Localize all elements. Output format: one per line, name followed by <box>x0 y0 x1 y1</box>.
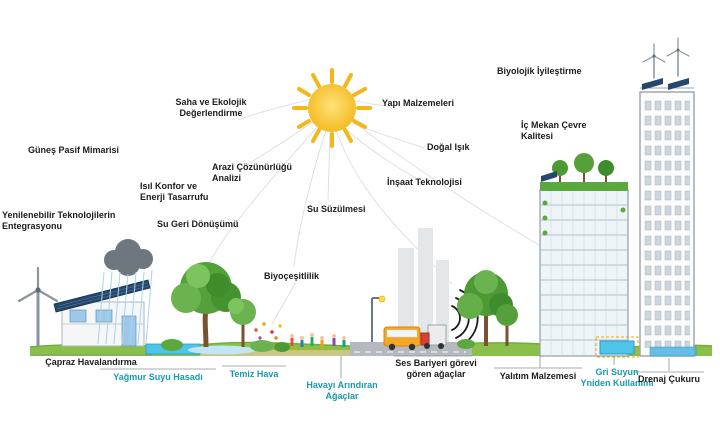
label-ses-bariyeri-agaclar: Ses Bariyeri görevi gören ağaçlar <box>395 358 477 380</box>
tower-building-illustration <box>639 37 695 357</box>
sound-barrier-trees <box>457 270 518 349</box>
greywater-tank <box>595 336 639 358</box>
rain-cloud-icon <box>97 239 153 345</box>
truck-icon <box>420 324 447 349</box>
label-gri-suyun-kullanimi: Gri Suyun Yniden Kullanımı <box>580 367 654 389</box>
label-drenaj-cukuru: Drenaj Çukuru <box>637 374 700 384</box>
solar-house-illustration <box>53 279 151 347</box>
label-yagmur-suyu-hasadi: Yağmur Suyu Hasadı <box>113 372 203 382</box>
biodiversity-dots <box>254 322 282 340</box>
drainage-pit <box>649 346 697 357</box>
roof-wind-turbines-icon <box>642 37 690 79</box>
label-insaat-teknolojisi: İnşaat Teknolojisi <box>387 177 462 187</box>
label-yapi-malzemeleri: Yapı Malzemeleri <box>382 98 455 108</box>
label-su-suzulmesi: Su Süzülmesi <box>307 204 366 214</box>
caption-leader-lines <box>30 354 704 378</box>
label-dogal-isik: Doğal Işık <box>427 142 470 152</box>
street-lamp-icon <box>371 295 386 344</box>
people-figures <box>290 333 346 347</box>
background-skyline <box>398 228 449 343</box>
label-gunes-pasif-mimarisi: Güneş Pasif Mimarisi <box>28 145 120 155</box>
rooftop-garden <box>541 153 614 182</box>
label-biyolojik-iyilestirme: Biyolojik İyileştirme <box>497 66 582 76</box>
connector-lines <box>209 95 545 325</box>
bus-icon <box>383 326 421 351</box>
label-yenilenebilir-teknolojilerin-entegrasyonu: Yenilenebilir Teknolojilerin Entegrasyon… <box>2 210 116 232</box>
label-arazi-cozunurlugu-analizi: Arazi Çözünürlüğü Analizi <box>212 162 292 184</box>
green-building-illustration <box>539 153 629 357</box>
label-biyocesitlilik: Biyoçeşitlilik <box>264 271 320 281</box>
label-havayi-arindiran-agaclar: Havayı Arındıran Ağaçlar <box>306 380 378 402</box>
sun-icon <box>292 68 372 148</box>
label-temiz-hava: Temiz Hava <box>229 369 279 379</box>
label-capraz-havalandirma: Çapraz Havalandırma <box>45 357 137 367</box>
trees-illustration <box>161 262 290 355</box>
label-su-geri-donusumu: Su Geri Dönüşümü <box>157 219 239 229</box>
label-isil-konfor-enerji-tasarrufu: Isıl Konfor ve Enerji Tasarrufu <box>140 181 209 203</box>
label-saha-ve-ekolojik-degerlendirme: Saha ve Ekolojik Değerlendirme <box>175 97 247 119</box>
label-yalitim-malzemesi: Yalıtım Malzemesi <box>499 371 577 381</box>
label-ic-mekan-cevre-kalitesi: İç Mekan Çevre Kalitesi <box>521 120 587 142</box>
wind-turbine-icon <box>17 266 59 348</box>
